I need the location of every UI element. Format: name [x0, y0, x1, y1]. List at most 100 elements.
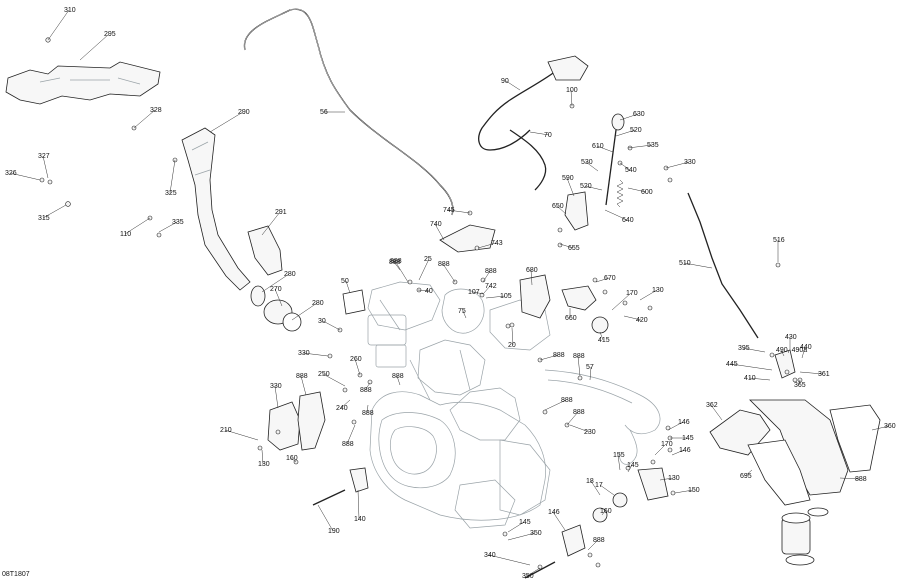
part-callout: 610 [592, 143, 604, 150]
part-callout: 145 [682, 435, 694, 442]
leader-line [654, 443, 667, 456]
part-callout: 430 [785, 334, 797, 341]
spring-600 [616, 179, 624, 208]
part-callout: 160 [286, 455, 298, 462]
leader-line [133, 109, 156, 129]
leader-line [396, 375, 401, 386]
part-callout: 888 [573, 353, 585, 360]
leader-line [124, 217, 151, 235]
valve-130-b [592, 507, 608, 523]
leader-line [209, 111, 244, 133]
leader-line [590, 480, 601, 496]
clamp-350 [785, 554, 815, 566]
part-callout: 140 [354, 516, 366, 523]
part-callout: 291 [275, 209, 287, 216]
part-callout: 280 [312, 300, 324, 307]
clamp-350b [807, 507, 829, 517]
leader-line [748, 377, 771, 381]
leader-line [434, 223, 445, 241]
leader-line [261, 449, 264, 465]
leader-line [801, 346, 806, 359]
leader-line [530, 269, 533, 286]
leader-line [623, 315, 642, 321]
leader-line [601, 510, 606, 516]
part-callout: 660 [565, 315, 577, 322]
part-callout: 888 [855, 476, 867, 483]
leader-line [169, 159, 176, 194]
part-callout: 240 [336, 405, 348, 412]
part-callout: 230 [584, 429, 596, 436]
actuator-130 [349, 467, 369, 493]
part-callout: 600 [641, 189, 653, 196]
part-callout: 362 [706, 402, 718, 409]
leader-line [627, 464, 633, 473]
part-callout: 888 [593, 537, 605, 544]
part-callout: 530 [581, 159, 593, 166]
part-callout: 90 [501, 78, 509, 85]
leader-line [158, 221, 178, 233]
part-callout: 540 [625, 167, 637, 174]
leader-line [577, 355, 581, 377]
leader-line [587, 539, 599, 551]
part-callout: 56 [320, 109, 328, 116]
leader-line [619, 113, 639, 121]
part-callout: 888 [390, 258, 402, 265]
part-callout: 100 [566, 87, 578, 94]
part-callout: 170 [661, 441, 673, 448]
part-callout: 145 [519, 519, 531, 526]
part-callout: 155 [613, 452, 625, 459]
leader-line [674, 489, 694, 494]
leader-line [570, 89, 573, 107]
leader-line [505, 80, 521, 91]
leader-line [619, 162, 631, 171]
leader-line [447, 209, 471, 214]
leader-line [544, 399, 567, 411]
filter-340 [781, 517, 811, 555]
hose-56 [243, 8, 454, 216]
leader-line [357, 489, 360, 520]
leader-line [417, 289, 431, 292]
part-callout: 490, 490a [776, 347, 807, 354]
part-callout: 330 [298, 350, 310, 357]
part-callout: 888 [553, 352, 565, 359]
part-callout: 445 [726, 361, 738, 368]
bracket-740 [439, 224, 496, 253]
leader-line [596, 145, 614, 153]
part-callout: 350 [522, 573, 534, 580]
part-callout: 888 [561, 397, 573, 404]
leader-line [552, 511, 566, 531]
part-callout: 40 [425, 288, 433, 295]
leader-line [274, 288, 283, 307]
knob-630 [611, 113, 625, 131]
part-callout: 280 [284, 271, 296, 278]
leader-line [871, 425, 890, 431]
leader-line [627, 187, 647, 193]
leader-line [346, 424, 356, 445]
bolt-160 [312, 489, 346, 506]
heat-shield-295 [5, 61, 161, 105]
leader-line [354, 358, 361, 376]
clamp-280b [282, 312, 302, 332]
leader-line [589, 366, 592, 381]
part-callout: 146 [679, 447, 691, 454]
part-callout: 395 [738, 345, 750, 352]
part-callout: 20 [508, 342, 516, 349]
leader-line [418, 258, 430, 281]
part-callout: 420 [636, 317, 648, 324]
part-callout: 210 [220, 427, 232, 434]
part-callout: 888 [360, 387, 372, 394]
part-callout: 745 [443, 207, 455, 214]
leader-lines [9, 9, 890, 577]
part-callout: 130 [258, 461, 270, 468]
part-callout: 630 [633, 111, 645, 118]
part-callout: 330 [684, 159, 696, 166]
leader-line [322, 373, 346, 387]
leader-line [42, 204, 67, 219]
part-callout: 743 [491, 240, 503, 247]
part-callout: 328 [150, 107, 162, 114]
part-callout: 516 [773, 237, 785, 244]
part-callout: 888 [389, 259, 401, 266]
boot-291 [247, 225, 283, 276]
lever-610 [605, 129, 617, 206]
part-callout: 440 [800, 344, 812, 351]
